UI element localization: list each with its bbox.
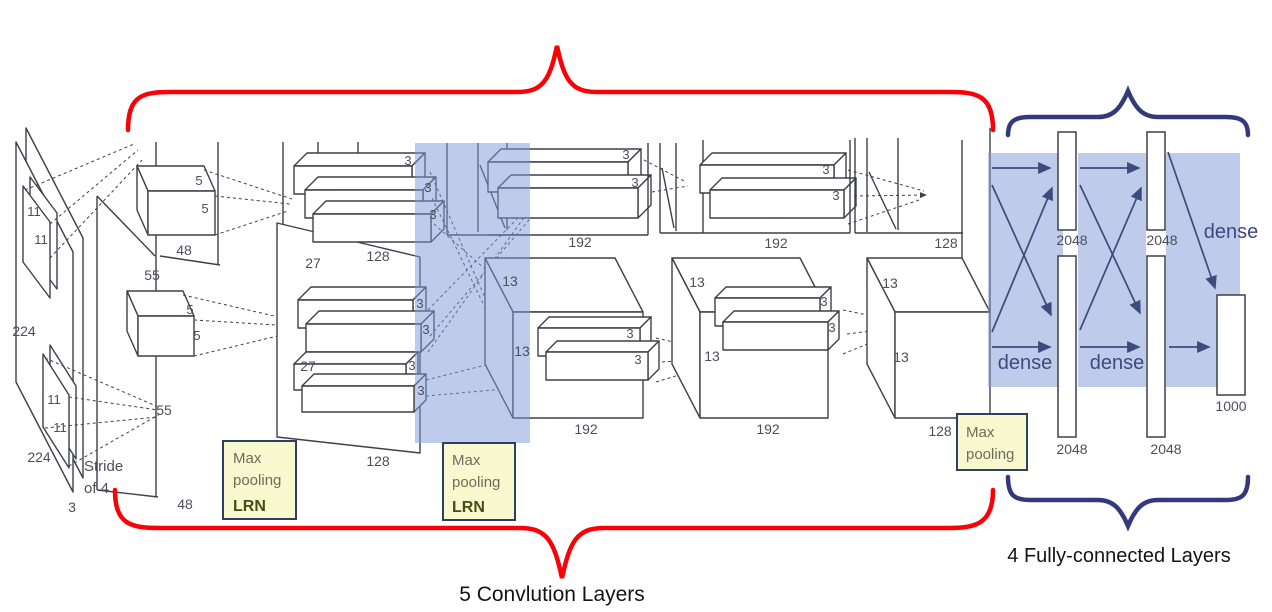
filter-5x5-top <box>136 165 216 192</box>
conv-brace-top <box>125 45 996 133</box>
label-input-height: 224 <box>12 323 36 339</box>
label-conv2-depth-a: 128 <box>366 248 390 264</box>
label-f3-l4b: 3 <box>828 320 835 335</box>
pool3-column <box>659 143 700 234</box>
label-output-classes: 1000 <box>1215 398 1246 414</box>
note3-pooling: pooling <box>966 446 1014 463</box>
label-f3-l4a: 3 <box>820 294 827 309</box>
label-conv1-depth-b: 48 <box>177 496 193 512</box>
label-fc2-bottom: 2048 <box>1150 441 1181 457</box>
label-13-l3a: 13 <box>502 273 518 289</box>
label-filter11-d: 11 <box>53 420 67 435</box>
label-conv2-depth-b: 128 <box>366 453 390 469</box>
label-conv5-depth-bot: 128 <box>928 423 952 439</box>
label-filter11-a: 11 <box>27 204 41 219</box>
label-filter5-c: 5 <box>186 302 193 317</box>
fc2-bar-top <box>1146 131 1166 231</box>
dense-label-2: dense <box>1090 352 1145 374</box>
label-f3-s1a: 3 <box>404 153 411 168</box>
dimension-labels: 11 11 11 11 224 224 3 Stride of 4 5 5 5 … <box>12 147 1246 515</box>
label-fc1-bottom: 2048 <box>1056 441 1087 457</box>
note1-max: Max <box>233 450 262 467</box>
input-projection-lines <box>24 143 161 467</box>
conv4-upper-slab <box>699 140 927 234</box>
label-f3-s2a: 3 <box>416 296 423 311</box>
note2-max: Max <box>452 452 481 469</box>
note2-lrn: LRN <box>452 499 485 516</box>
conv2-layer <box>276 142 445 454</box>
label-fc1-top: 2048 <box>1056 232 1087 248</box>
label-conv2-size-b: 27 <box>300 358 316 374</box>
label-stride-line1: Stride <box>84 458 123 475</box>
label-f3-s2b: 3 <box>422 322 429 337</box>
label-conv3-depth-bot: 192 <box>574 421 598 437</box>
label-f3-s3a: 3 <box>408 358 415 373</box>
dense-label-1: dense <box>998 352 1053 374</box>
label-filter5-a: 5 <box>195 173 202 188</box>
fc2-bar-bottom <box>1146 255 1166 438</box>
label-stride-line2: of 4 <box>84 480 109 497</box>
fc1-bar-bottom <box>1057 255 1077 438</box>
label-fc2-top: 2048 <box>1146 232 1177 248</box>
label-filter5-d: 5 <box>193 328 200 343</box>
label-f3-l3a: 3 <box>626 326 633 341</box>
label-f3-l3b: 3 <box>634 352 641 367</box>
note2-pooling: pooling <box>452 474 500 491</box>
conv5-upper-column <box>854 138 963 234</box>
note1-lrn: LRN <box>233 498 266 515</box>
input-image-plane <box>15 127 84 493</box>
label-f3-c4b: 3 <box>832 188 839 203</box>
label-13-l5a: 13 <box>882 275 898 291</box>
label-f3-s3b: 3 <box>417 383 424 398</box>
dense-label-3: dense <box>1204 221 1259 243</box>
label-f3-s1c: 3 <box>429 207 436 222</box>
note1-pooling: pooling <box>233 472 281 489</box>
conv4-lower-cube <box>671 257 911 419</box>
conv-brace-label: 5 Convlution Layers <box>459 583 645 606</box>
label-conv1-size-a: 55 <box>144 267 160 283</box>
label-f3-c3a: 3 <box>622 147 629 162</box>
label-13-l4b: 13 <box>704 348 720 364</box>
label-input-width: 224 <box>27 449 51 465</box>
maxpool-lrn-note-1: Max pooling LRN <box>222 440 297 520</box>
label-filter5-b: 5 <box>201 201 208 216</box>
fc-brace-top <box>1005 85 1251 138</box>
pool-lrn-highlight-band <box>415 143 530 443</box>
label-conv3-depth-top: 192 <box>568 234 592 250</box>
label-f3-c4a: 3 <box>822 162 829 177</box>
label-conv4-depth-top: 192 <box>764 235 788 251</box>
fc-brace-label: 4 Fully-connected Layers <box>1007 545 1230 567</box>
maxpool-note-3: Max pooling <box>956 413 1028 471</box>
output-layer-bar <box>1216 294 1246 396</box>
fc-brace-bottom <box>1005 474 1251 532</box>
label-input-channels: 3 <box>68 499 76 515</box>
fc1-bar-top <box>1057 131 1077 231</box>
label-13-l4a: 13 <box>689 274 705 290</box>
fc-layers <box>991 131 1246 438</box>
label-13-l5b: 13 <box>893 349 909 365</box>
label-conv4-depth-bot: 192 <box>756 421 780 437</box>
conv-brace-bottom <box>112 487 996 579</box>
label-13-l3b: 13 <box>514 343 530 359</box>
label-f3-s1b: 3 <box>424 180 431 195</box>
label-filter11-c: 11 <box>47 392 61 407</box>
label-conv5-depth-top: 128 <box>934 235 958 251</box>
label-conv2-size-a: 27 <box>305 255 321 271</box>
conv5-lower-cube <box>866 128 991 419</box>
maxpool-lrn-note-2: Max pooling LRN <box>442 442 516 521</box>
label-f3-c3b: 3 <box>631 175 638 190</box>
conv1-layer <box>96 142 297 498</box>
label-conv1-size-b: 55 <box>156 402 172 418</box>
label-conv1-depth-a: 48 <box>176 242 192 258</box>
note3-max: Max <box>966 424 995 441</box>
label-filter11-b: 11 <box>34 232 48 247</box>
